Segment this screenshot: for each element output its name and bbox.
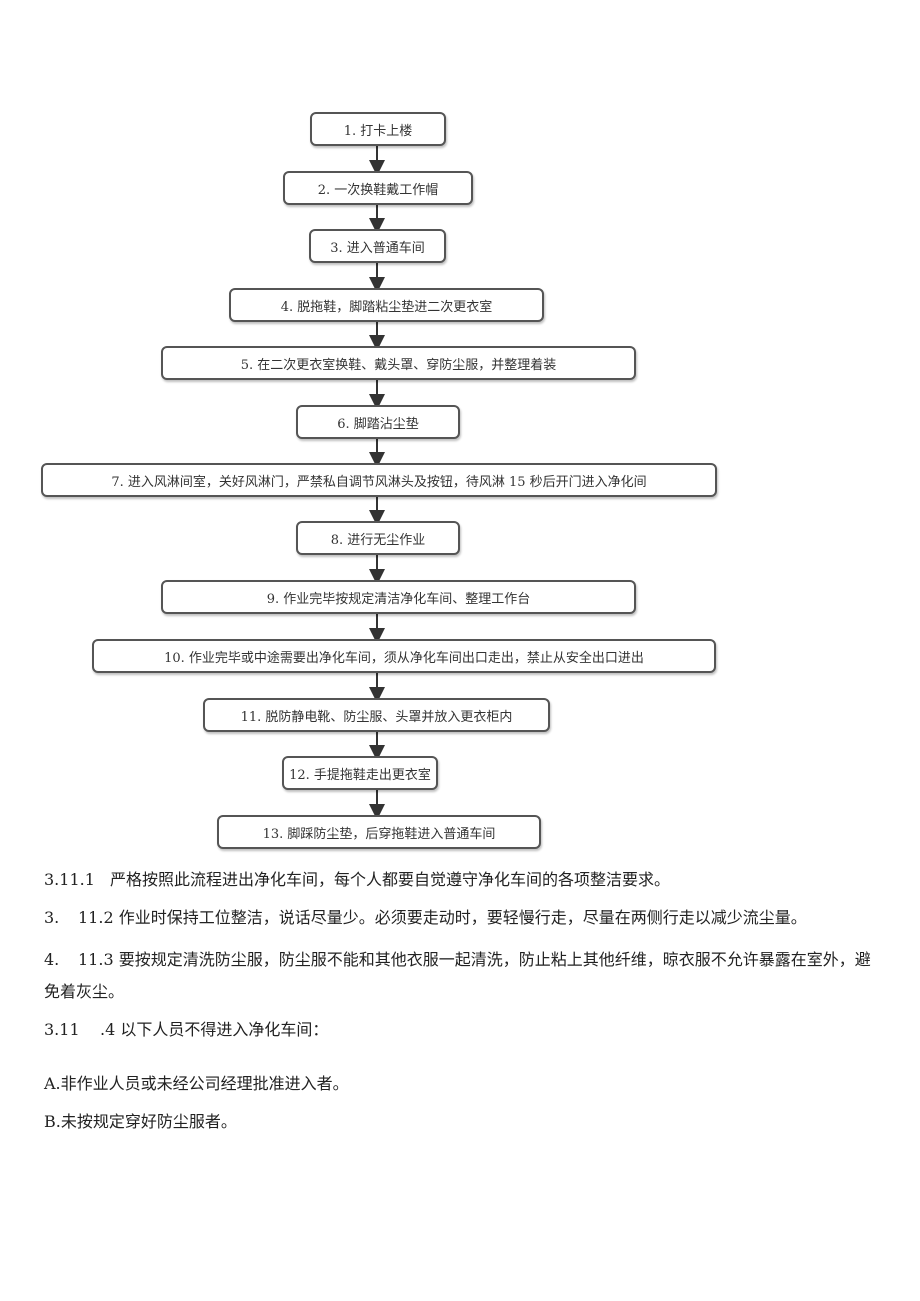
flow-arrows	[369, 146, 385, 820]
paragraph-number: 3.11.1	[44, 870, 95, 889]
flow-step-2: 2. 一次换鞋戴工作帽	[283, 171, 473, 205]
flow-step-10: 10. 作业完毕或中途需要出净化车间，须从净化车间出口走出，禁止从安全出口进出	[92, 639, 716, 673]
list-item-a: A.非作业人员或未经公司经理批准进入者。	[44, 1072, 874, 1096]
flow-step-1: 1. 打卡上楼	[310, 112, 446, 146]
paragraph-number: 4.	[44, 950, 60, 969]
list-item-text: A.非作业人员或未经公司经理批准进入者。	[44, 1074, 349, 1093]
paragraph-text: 严格按照此流程进出净化车间，每个人都要自觉遵守净化车间的各项整洁要求。	[110, 870, 671, 889]
flow-step-4: 4. 脱拖鞋，脚踏粘尘垫进二次更衣室	[229, 288, 544, 322]
paragraph-text: 11.3 要按规定清洗防尘服，防尘服不能和其他衣服一起清洗，防止粘上其他纤维，晾…	[44, 950, 871, 1001]
flow-step-12: 12. 手提拖鞋走出更衣室	[282, 756, 438, 790]
flow-step-7: 7. 进入风淋间室，关好风淋门，严禁私自调节风淋头及按钮，待风淋 15 秒后开门…	[41, 463, 717, 497]
paragraph-3-11-3: 4.11.3 要按规定清洗防尘服，防尘服不能和其他衣服一起清洗，防止粘上其他纤维…	[44, 944, 874, 1008]
list-item-text: B.未按规定穿好防尘服者。	[44, 1112, 237, 1131]
flow-step-3: 3. 进入普通车间	[309, 229, 446, 263]
flow-step-13: 13. 脚踩防尘垫，后穿拖鞋进入普通车间	[217, 815, 541, 849]
paragraph-text: .4 以下人员不得进入净化车间：	[100, 1020, 329, 1039]
flow-step-8: 8. 进行无尘作业	[296, 521, 460, 555]
paragraph-number: 3.11	[44, 1020, 80, 1039]
paragraph-3-11-4: 3.11 .4 以下人员不得进入净化车间：	[44, 1018, 874, 1042]
paragraph-3-11-1: 3.11.1 严格按照此流程进出净化车间，每个人都要自觉遵守净化车间的各项整洁要求…	[44, 868, 874, 892]
flow-step-9: 9. 作业完毕按规定清洁净化车间、整理工作台	[161, 580, 636, 614]
paragraph-text: 11.2 作业时保持工位整洁，说话尽量少。必须要走动时，要轻慢行走，尽量在两侧行…	[78, 908, 807, 927]
paragraph-3-11-2: 3. 11.2 作业时保持工位整洁，说话尽量少。必须要走动时，要轻慢行走，尽量在两…	[44, 906, 874, 930]
flow-step-6: 6. 脚踏沾尘垫	[296, 405, 460, 439]
flow-step-5: 5. 在二次更衣室换鞋、戴头罩、穿防尘服，并整理着装	[161, 346, 636, 380]
flow-step-11: 11. 脱防静电靴、防尘服、头罩并放入更衣柜内	[203, 698, 550, 732]
paragraph-number: 3.	[44, 908, 60, 927]
list-item-b: B.未按规定穿好防尘服者。	[44, 1110, 874, 1134]
flowchart: 1. 打卡上楼 2. 一次换鞋戴工作帽 3. 进入普通车间 4. 脱拖鞋，脚踏粘…	[41, 112, 717, 849]
